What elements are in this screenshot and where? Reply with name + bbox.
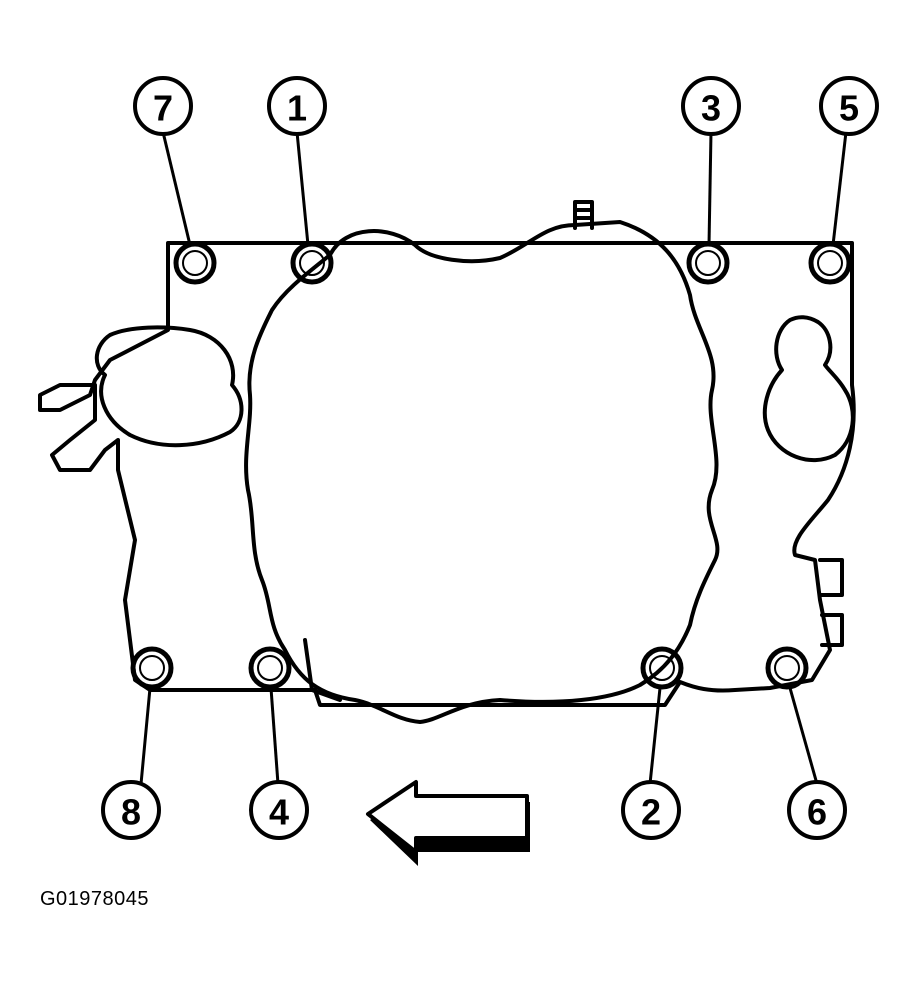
callout-label-2: 2	[641, 792, 661, 833]
throttle-port	[94, 325, 244, 448]
bolt-6[interactable]	[765, 646, 809, 690]
manifold-outline	[38, 241, 856, 707]
leader-6	[788, 687, 819, 785]
callout-label-7: 7	[153, 88, 173, 129]
bolt-1[interactable]	[290, 241, 334, 285]
callout-circle-4	[249, 780, 309, 840]
callout-circle-8	[101, 780, 161, 840]
leader-8	[139, 687, 152, 785]
arrow-left-icon	[366, 780, 530, 866]
keyhole-port	[762, 315, 855, 463]
bolt-2[interactable]	[640, 646, 684, 690]
callout-circle-1	[267, 76, 327, 136]
callout-label-3: 3	[701, 88, 721, 129]
leader-3	[707, 131, 713, 246]
figure-id: G01978045	[40, 888, 150, 910]
callout-label-4: 4	[269, 792, 289, 833]
callout-circle-6	[787, 780, 847, 840]
bolt-5[interactable]	[808, 241, 852, 285]
callout-label-5: 5	[839, 88, 859, 129]
bolt-3[interactable]	[686, 241, 730, 285]
callout-label-1: 1	[287, 88, 307, 129]
callout-label-6: 6	[807, 792, 827, 833]
leader-7	[161, 131, 192, 246]
bolt-4[interactable]	[248, 646, 292, 690]
leader-5	[831, 131, 848, 246]
bolt-8[interactable]	[130, 646, 174, 690]
lower-left-rib	[303, 638, 342, 702]
leader-4	[269, 687, 280, 785]
callout-circle-3	[681, 76, 741, 136]
callout-circle-5	[819, 76, 879, 136]
side-stud	[818, 558, 844, 647]
leader-1	[295, 131, 310, 246]
callout-circle-7	[133, 76, 193, 136]
plenum-opening	[244, 220, 720, 724]
leader-2	[648, 687, 662, 785]
callout-circle-2	[621, 780, 681, 840]
bolt-7[interactable]	[173, 241, 217, 285]
top-stud	[573, 200, 594, 230]
callout-label-8: 8	[121, 792, 141, 833]
